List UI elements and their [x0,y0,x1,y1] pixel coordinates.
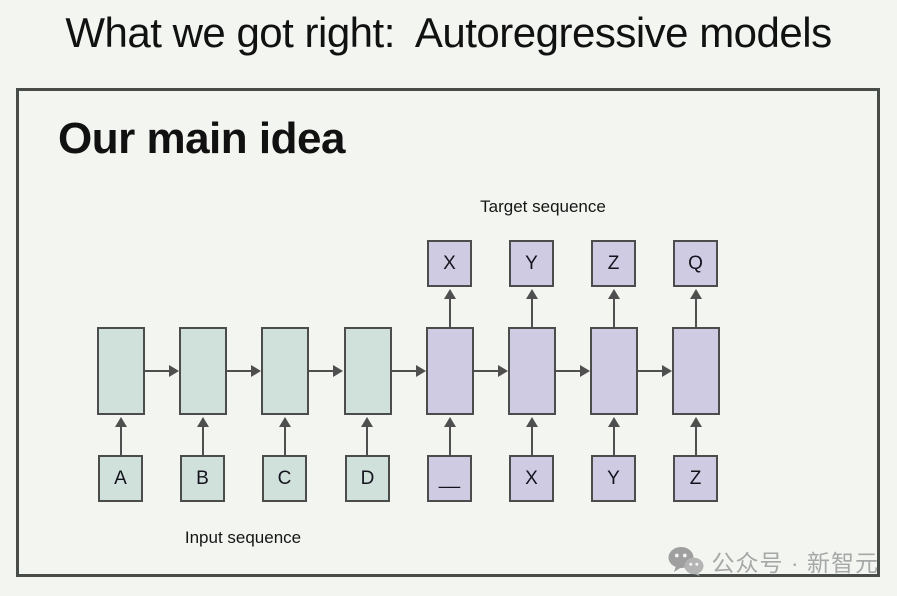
decoder-cell [508,327,556,415]
decoder-cell [672,327,720,415]
input-token-box: Y [591,455,636,502]
target-token-box: Q [673,240,718,287]
arrow-right-icon [556,365,590,377]
arrow-up-icon [690,289,702,327]
encoder-cell [97,327,145,415]
arrow-right-icon [392,365,426,377]
arrow-up-icon [361,417,373,455]
arrow-up-icon [526,289,538,327]
input-token-box: C [262,455,307,502]
arrow-right-icon [145,365,179,377]
arrow-up-icon [690,417,702,455]
arrow-up-icon [197,417,209,455]
arrow-right-icon [474,365,508,377]
panel-heading: Our main idea [58,114,345,163]
arrow-up-icon [526,417,538,455]
encoder-cell [344,327,392,415]
decoder-cell [590,327,638,415]
arrow-up-icon [115,417,127,455]
target-token-box: Z [591,240,636,287]
arrow-right-icon [638,365,672,377]
input-token-box: X [509,455,554,502]
target-sequence-label: Target sequence [480,197,606,216]
watermark-text: 公众号 · 新智元 [711,550,879,576]
watermark: 公众号 · 新智元 [668,544,879,578]
input-token-box: A [98,455,143,502]
input-token-box: D [345,455,390,502]
arrow-right-icon [309,365,343,377]
input-token-box: B [180,455,225,502]
arrow-up-icon [444,289,456,327]
wechat-icon [668,546,704,576]
decoder-cell [426,327,474,415]
arrow-up-icon [279,417,291,455]
input-sequence-label: Input sequence [184,528,302,547]
slide-title: What we got right: Autoregressive models [65,9,832,56]
input-token-box: __ [427,455,472,502]
arrow-up-icon [608,417,620,455]
arrow-up-icon [444,417,456,455]
target-token-box: X [427,240,472,287]
arrow-right-icon [227,365,261,377]
encoder-cell [261,327,309,415]
target-token-box: Y [509,240,554,287]
encoder-cell [179,327,227,415]
arrow-up-icon [608,289,620,327]
input-token-box: Z [673,455,718,502]
